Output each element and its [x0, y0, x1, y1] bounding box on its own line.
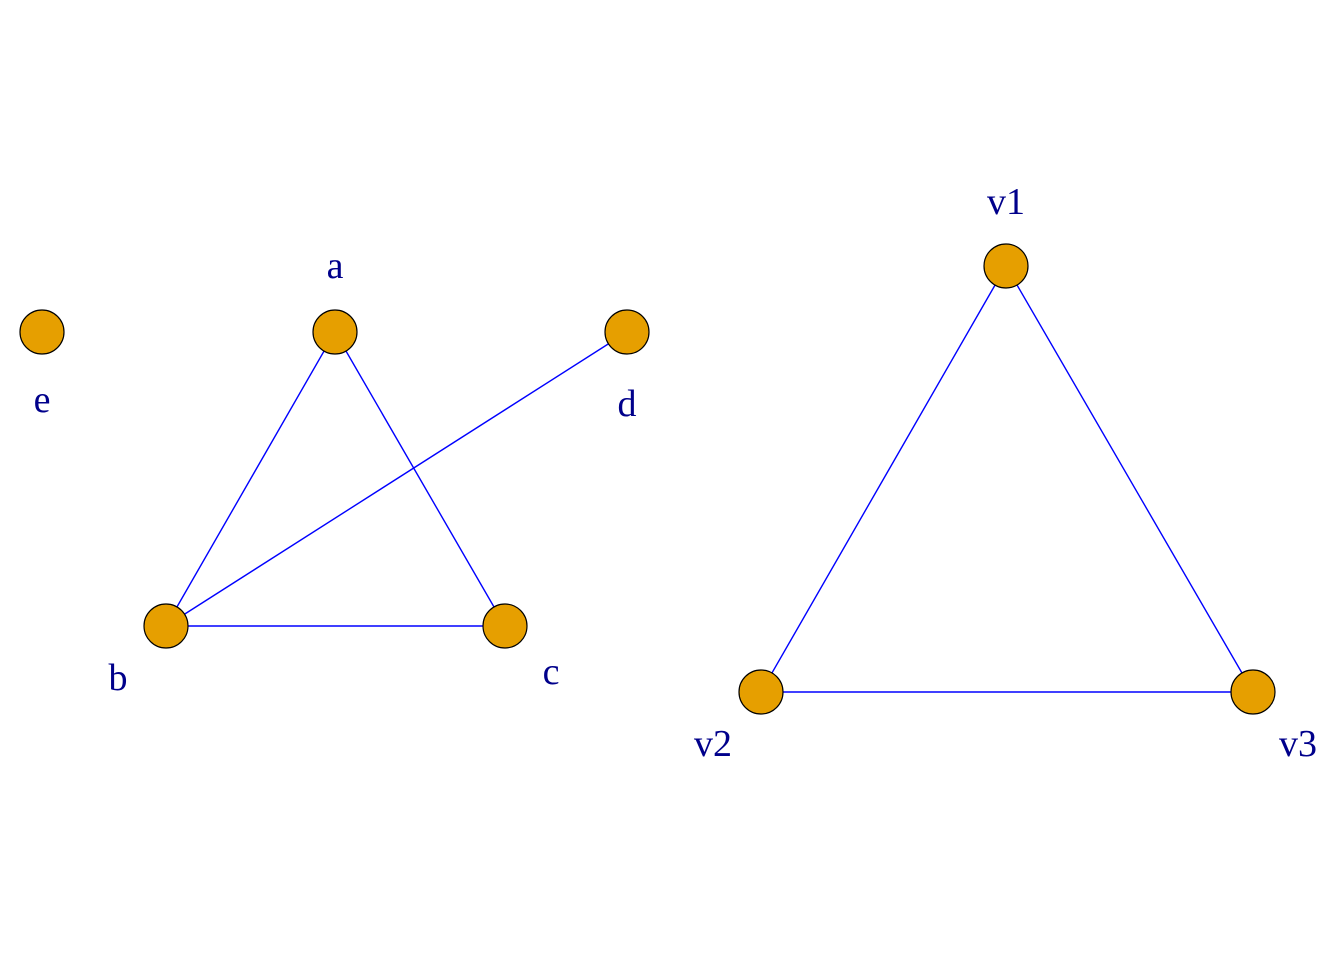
vertex-b — [143, 603, 189, 649]
edges-layer — [165, 265, 1254, 693]
vertex-label-c: c — [543, 651, 560, 693]
edge-a-c — [334, 331, 506, 627]
edge-v1-v2 — [760, 265, 1007, 693]
vertex-label-e: e — [34, 379, 51, 421]
vertex-label-v3: v3 — [1279, 723, 1317, 765]
edge-b-d — [165, 331, 628, 627]
edge-v1-v3 — [1005, 265, 1254, 693]
vertex-label-v2: v2 — [694, 723, 732, 765]
vertex-v2 — [738, 669, 784, 715]
nodes-layer — [19, 243, 1276, 715]
vertex-label-v1: v1 — [987, 181, 1025, 223]
vertex-c — [482, 603, 528, 649]
edge-a-b — [165, 331, 336, 627]
vertex-a — [312, 309, 358, 355]
vertex-label-a: a — [327, 245, 344, 287]
labels-layer: a b c d e v1 v2 v3 — [34, 181, 1317, 765]
vertex-label-d: d — [618, 383, 637, 425]
vertex-v1 — [983, 243, 1029, 289]
vertex-label-b: b — [109, 657, 128, 699]
vertex-e — [19, 309, 65, 355]
vertex-d — [604, 309, 650, 355]
vertex-v3 — [1230, 669, 1276, 715]
